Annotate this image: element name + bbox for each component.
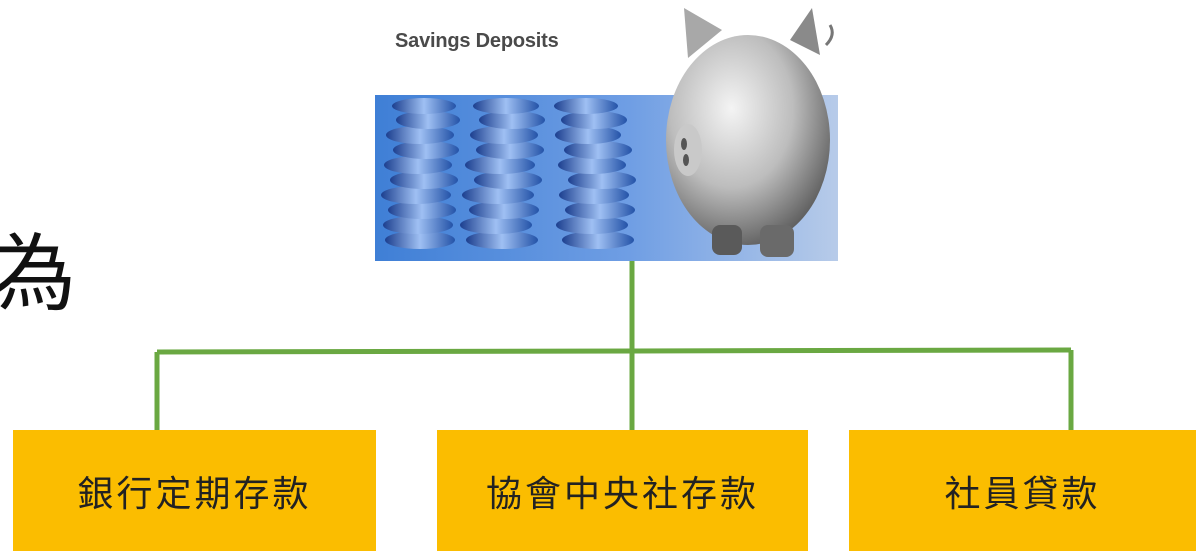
branch-label: 銀行定期存款 — [77, 473, 312, 515]
connector-horizontal — [156, 347, 1072, 355]
branch-box-member-loan: 社員貸款 — [849, 430, 1196, 551]
image-caption: Savings Deposits — [395, 30, 559, 52]
connector-lines — [154, 261, 1074, 430]
branch-label: 協會中央社存款 — [485, 473, 759, 515]
piggy-bank-icon — [666, 8, 834, 257]
coin-stacks-icon — [381, 98, 636, 249]
branch-box-bank-fixed-deposit: 銀行定期存款 — [13, 430, 376, 551]
branch-label: 社員貸款 — [944, 473, 1101, 515]
savings-image — [375, 8, 838, 261]
branch-box-central-deposit: 協會中央社存款 — [437, 430, 808, 551]
side-text: 為 — [0, 225, 77, 323]
